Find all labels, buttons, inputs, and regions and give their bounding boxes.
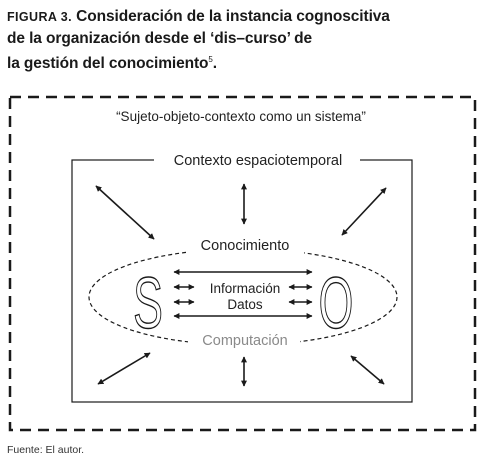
footnote-marker: 5 bbox=[208, 55, 213, 64]
figure-title-line-3: la gestión del conocimiento5. bbox=[7, 49, 477, 74]
arrow-top-right bbox=[341, 187, 387, 236]
computation-label-bg bbox=[188, 330, 300, 350]
arrow-bottom-right bbox=[350, 355, 385, 385]
knowledge-label: Conocimiento bbox=[201, 238, 290, 254]
figure-label: FIGURA 3. bbox=[7, 10, 72, 24]
figure-title: FIGURA 3. Consideración de la instancia … bbox=[7, 6, 477, 74]
object-letter: O bbox=[319, 263, 354, 344]
information-label: Información bbox=[210, 281, 281, 296]
arrow-bottom-left bbox=[97, 352, 151, 385]
data-label: Datos bbox=[227, 297, 263, 312]
computation-label: Computación bbox=[202, 333, 287, 349]
knowledge-label-bg bbox=[186, 235, 304, 255]
arrow-top-left bbox=[95, 185, 155, 240]
figure-title-line-2: de la organización desde el ‘dis–curso’ … bbox=[7, 30, 313, 47]
figure-title-text-1: Consideración de la instancia cognosciti… bbox=[76, 8, 390, 25]
figure-title-end: . bbox=[212, 55, 217, 73]
figure-title-line-1: FIGURA 3. Consideración de la instancia … bbox=[7, 6, 477, 28]
system-dashed-frame bbox=[8, 95, 477, 432]
context-label-bg bbox=[154, 150, 360, 170]
figure-source: Fuente: El autor. bbox=[7, 444, 85, 456]
system-caption: “Sujeto-objeto-contexto como un sistema” bbox=[116, 109, 366, 124]
context-label: Contexto espaciotemporal bbox=[174, 153, 342, 169]
figure-title-text-3: la gestión del conocimiento bbox=[7, 55, 209, 73]
subject-letter: S bbox=[133, 263, 163, 344]
